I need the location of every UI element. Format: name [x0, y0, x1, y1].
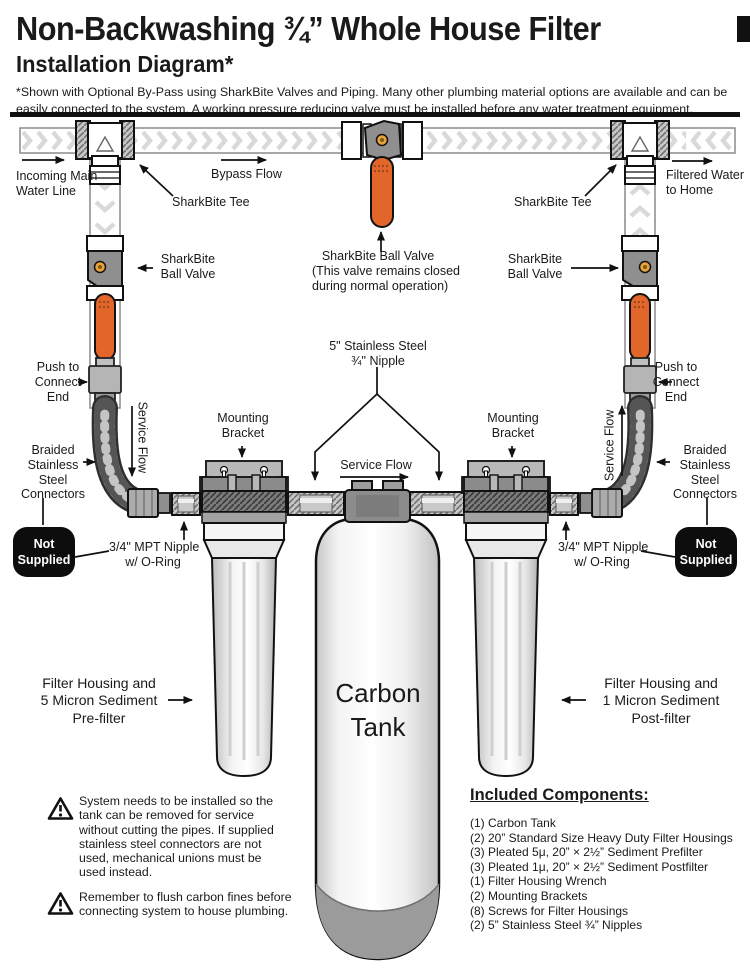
- label-mpt-right: 3/4" MPT Nipple w/ O-Ring: [558, 540, 649, 569]
- warning-icon: [47, 892, 74, 915]
- header-divider: [10, 112, 740, 117]
- label-incoming-main: Incoming Main Water Line: [16, 169, 98, 198]
- included-item: (2) 5” Stainless Steel ¾” Nipples: [470, 918, 643, 933]
- warning-text-2: Remember to flush carbon fines before co…: [79, 890, 292, 919]
- included-components-list: (1) Carbon Tank (2) 20” Standard Size He…: [470, 816, 750, 933]
- label-postfilter: Filter Housing and 1 Micron Sediment Pos…: [602, 675, 720, 726]
- label-steel-nipple: 5" Stainless Steel ¾" Nipple: [329, 339, 427, 368]
- warning-icon: [47, 797, 74, 820]
- label-service-flow-center: Service Flow: [340, 458, 412, 472]
- label-bracket-left: Mounting Bracket: [217, 411, 269, 440]
- warning-text-1: System needs to be installed so the tank…: [79, 794, 274, 880]
- label-bracket-right: Mounting Bracket: [487, 411, 539, 440]
- label-bypass-flow: Bypass Flow: [211, 167, 282, 181]
- included-item: (3) Pleated 1μ, 20” × 2½” Sediment Postf…: [470, 859, 709, 874]
- sharkbite-tee-right: [610, 120, 670, 185]
- mpt-nipple-left: [171, 492, 201, 516]
- label-carbon-tank: Carbon Tank: [335, 678, 421, 742]
- label-ball-valve-center: SharkBite Ball Valve (This valve remains…: [312, 249, 460, 293]
- arrows: [22, 156, 713, 704]
- label-tee-left: SharkBite Tee: [172, 195, 250, 209]
- label-push-connect-left: Push to Connect End: [34, 360, 82, 404]
- label-ball-valve-left: SharkBite Ball Valve: [160, 252, 216, 281]
- label-filtered-water: Filtered Water to Home: [666, 168, 745, 197]
- hose-nut-left: [127, 488, 171, 518]
- label-mpt-left: 3/4" MPT Nipple w/ O-Ring: [109, 540, 200, 569]
- included-item: (8) Screws for Filter Housings: [470, 903, 629, 918]
- included-item: (1) Carbon Tank: [470, 816, 556, 830]
- ball-valve-left: [86, 235, 124, 361]
- bypass-ball-valve: [341, 119, 423, 228]
- label-tee-right: SharkBite Tee: [514, 195, 592, 209]
- steel-nipple-right: [409, 491, 467, 516]
- filter-housing-right: [461, 474, 551, 778]
- hose-nut-right: [579, 488, 623, 518]
- label-prefilter: Filter Housing and 5 Micron Sediment Pre…: [40, 675, 158, 726]
- included-item: (2) 20” Standard Size Heavy Duty Filter …: [470, 830, 733, 845]
- label-service-flow-right: Service Flow: [602, 409, 617, 482]
- label-braided-right: Braided Stainless Steel Connectors: [673, 443, 737, 502]
- ball-valve-right: [621, 235, 659, 361]
- included-item: (1) Filter Housing Wrench: [470, 874, 607, 889]
- mpt-nipple-right: [549, 492, 579, 516]
- carbon-tank: [314, 480, 441, 961]
- steel-nipple-left: [287, 491, 345, 516]
- not-supplied-badge-right: Not Supplied: [675, 527, 737, 577]
- label-braided-left: Braided Stainless Steel Connectors: [21, 443, 85, 502]
- label-push-connect-right: Push to Connect End: [652, 360, 700, 404]
- page-subtitle: Installation Diagram*: [16, 51, 234, 77]
- included-item: (2) Mounting Brackets: [470, 888, 588, 903]
- sharkbite-tee-left: [75, 120, 135, 185]
- not-supplied-badge-left: Not Supplied: [13, 527, 75, 577]
- included-item: (3) Pleated 5μ, 20” × 2½” Sediment Prefi…: [470, 845, 703, 860]
- included-components-title: Included Components:: [470, 786, 649, 804]
- label-ball-valve-right: SharkBite Ball Valve: [507, 252, 563, 281]
- corner-bar: [737, 16, 750, 42]
- page-title: Non-Backwashing ¾” Whole House Filter: [16, 10, 601, 47]
- filter-housing-left: [199, 474, 289, 778]
- label-service-flow-left: Service Flow: [135, 401, 150, 474]
